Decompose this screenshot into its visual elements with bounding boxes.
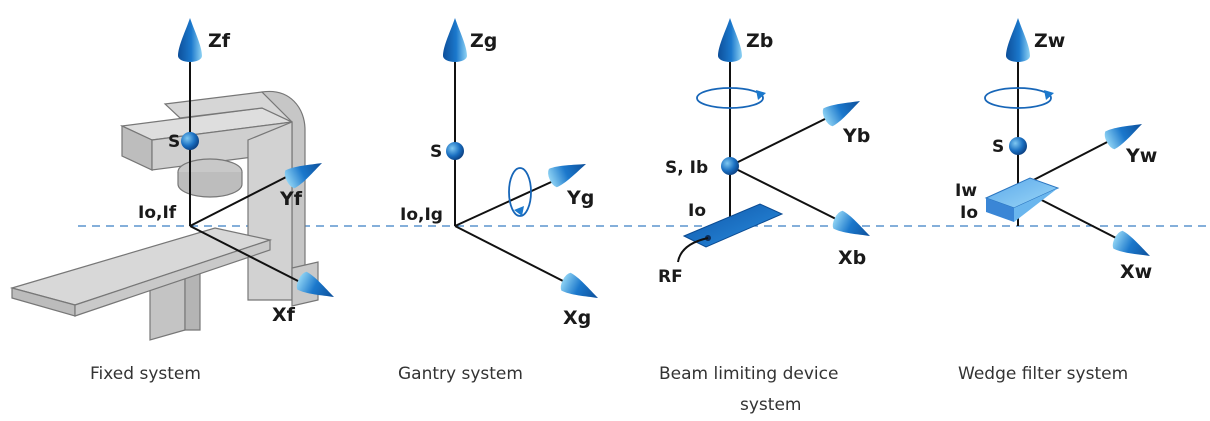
origin-label-bld: Io bbox=[688, 201, 706, 221]
z-arrow-cone-bld bbox=[718, 18, 742, 62]
x-axis-label-wedge: Xw bbox=[1120, 261, 1152, 283]
source-sphere-gantry bbox=[446, 142, 464, 160]
source-label-wedge: S bbox=[992, 137, 1004, 157]
origin-label-gantry: Io,Ig bbox=[400, 205, 443, 225]
x-axis-label-gantry: Xg bbox=[563, 307, 591, 329]
reference-label-bld: RF bbox=[658, 267, 683, 287]
y-axis-label-wedge: Yw bbox=[1125, 145, 1157, 167]
y-arrow-cone-wedge bbox=[1104, 124, 1142, 150]
caption-gantry-system: Gantry system bbox=[398, 364, 523, 384]
source-label-gantry: S bbox=[430, 142, 442, 162]
source-sphere-bld bbox=[721, 157, 739, 175]
y-arrow-cone-bld bbox=[822, 101, 860, 127]
z-arrow-cone-fixed bbox=[178, 18, 202, 62]
y-arrow-cone-gantry bbox=[548, 164, 586, 188]
caption-fixed-system: Fixed system bbox=[90, 364, 201, 384]
caption-bld-line1: Beam limiting device bbox=[659, 364, 838, 384]
panel-wedge-filter-system: Zw Yw Xw S Iw Io Wedge filter system bbox=[955, 18, 1157, 384]
wedge-label: Iw bbox=[955, 181, 977, 201]
x-axis-fixed bbox=[189, 225, 301, 283]
x-axis-bld bbox=[729, 165, 839, 221]
source-label-fixed: S bbox=[168, 132, 180, 152]
z-axis-label-fixed: Zf bbox=[208, 30, 231, 52]
x-arrow-cone-bld bbox=[832, 210, 870, 236]
y-axis-gantry bbox=[454, 177, 561, 227]
x-axis-label-fixed: Xf bbox=[272, 304, 296, 326]
panel-beam-limiting-device-system: Zb Yb Xb S, Ib Io RF Beam limiting devic… bbox=[658, 18, 870, 415]
y-axis-fixed bbox=[189, 171, 297, 227]
y-arrow-cone-fixed bbox=[284, 163, 322, 189]
origin-label-wedge: Io bbox=[960, 203, 978, 223]
z-arrow-cone-wedge bbox=[1006, 18, 1030, 62]
y-axis-label-gantry: Yg bbox=[566, 187, 594, 209]
z-axis-label-wedge: Zw bbox=[1034, 30, 1065, 52]
x-axis-label-bld: Xb bbox=[838, 247, 866, 269]
caption-wedge-filter-system: Wedge filter system bbox=[958, 364, 1128, 384]
source-sphere-wedge bbox=[1009, 137, 1027, 155]
z-axis-label-bld: Zb bbox=[746, 30, 773, 52]
x-arrow-cone-fixed bbox=[296, 271, 334, 297]
rotation-arrow-bld bbox=[696, 87, 766, 109]
z-arrow-cone-gantry bbox=[443, 18, 467, 62]
rotation-arrow-wedge bbox=[984, 87, 1054, 109]
reference-leader-line bbox=[677, 237, 709, 263]
rotation-arrow-gantry bbox=[508, 167, 532, 217]
linac-machine-illustration bbox=[9, 90, 319, 341]
x-arrow-cone-wedge bbox=[1112, 230, 1150, 256]
y-axis-label-fixed: Yf bbox=[279, 188, 303, 210]
caption-bld-line2: system bbox=[740, 395, 801, 415]
x-axis-gantry bbox=[454, 225, 566, 283]
z-axis-label-gantry: Zg bbox=[470, 30, 497, 52]
source-label-bld: S, Ib bbox=[665, 158, 708, 178]
wedge-filter-block bbox=[984, 177, 1060, 222]
origin-label-fixed: Io,If bbox=[138, 203, 177, 223]
panel-gantry-system: Zg Yg Xg S Io,Ig Gantry system bbox=[398, 18, 598, 384]
x-arrow-cone-gantry bbox=[560, 272, 598, 298]
y-axis-bld bbox=[729, 113, 836, 167]
y-axis-label-bld: Yb bbox=[842, 125, 870, 147]
panel-fixed-system: Zf Yf Xf S Io,If Fixed system bbox=[9, 18, 334, 384]
source-sphere-fixed bbox=[181, 132, 199, 150]
